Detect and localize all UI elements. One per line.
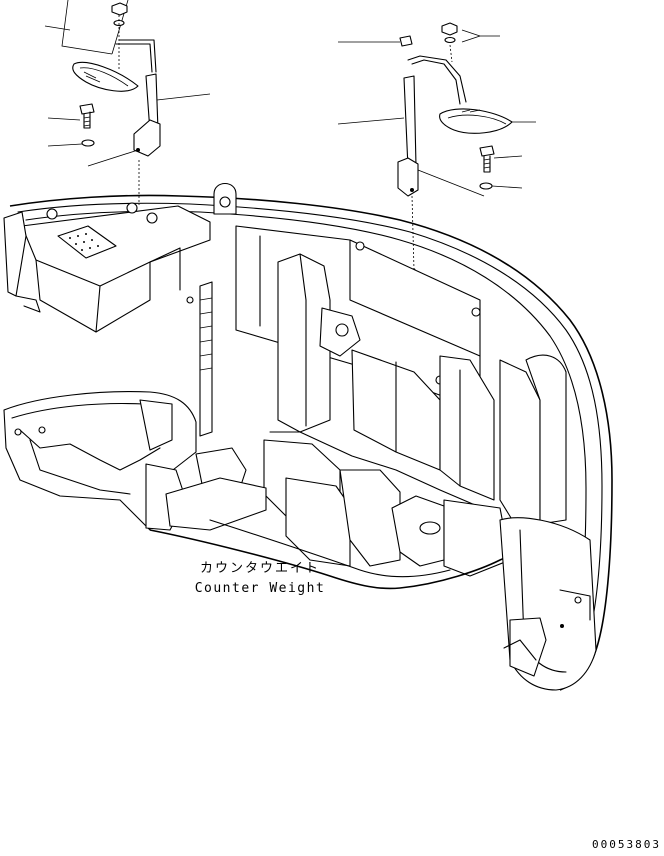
left-mirror-bracket-part <box>133 119 161 157</box>
right-washer-lower-part <box>479 182 493 190</box>
right-mirror-glass-part <box>439 108 513 134</box>
left-mirror-glass-part <box>72 61 139 92</box>
left-nut-part <box>111 2 128 16</box>
drawing-number: 00053803 <box>592 838 661 851</box>
right-cap-part <box>399 35 413 47</box>
right-mirror-assembly <box>337 22 536 272</box>
right-washer-part <box>444 36 456 44</box>
left-washer-lower-part <box>81 139 95 147</box>
counter-weight-label-en: Counter Weight <box>195 581 326 596</box>
internal-rib-left <box>277 253 331 433</box>
right-mirror-stay-part <box>403 75 417 169</box>
left-upper-block <box>21 205 211 333</box>
right-nut-part <box>441 22 458 36</box>
counter-weight-label-jp: カウンタウエイト <box>200 561 320 576</box>
left-mirror-assembly <box>44 0 211 205</box>
right-bolt-part <box>479 145 495 157</box>
counter-weight-body <box>3 182 613 691</box>
right-mirror-bracket-part <box>397 157 419 197</box>
mounting-plate <box>57 225 117 259</box>
left-bolt-part <box>79 103 95 115</box>
internal-rib-right <box>439 355 495 501</box>
